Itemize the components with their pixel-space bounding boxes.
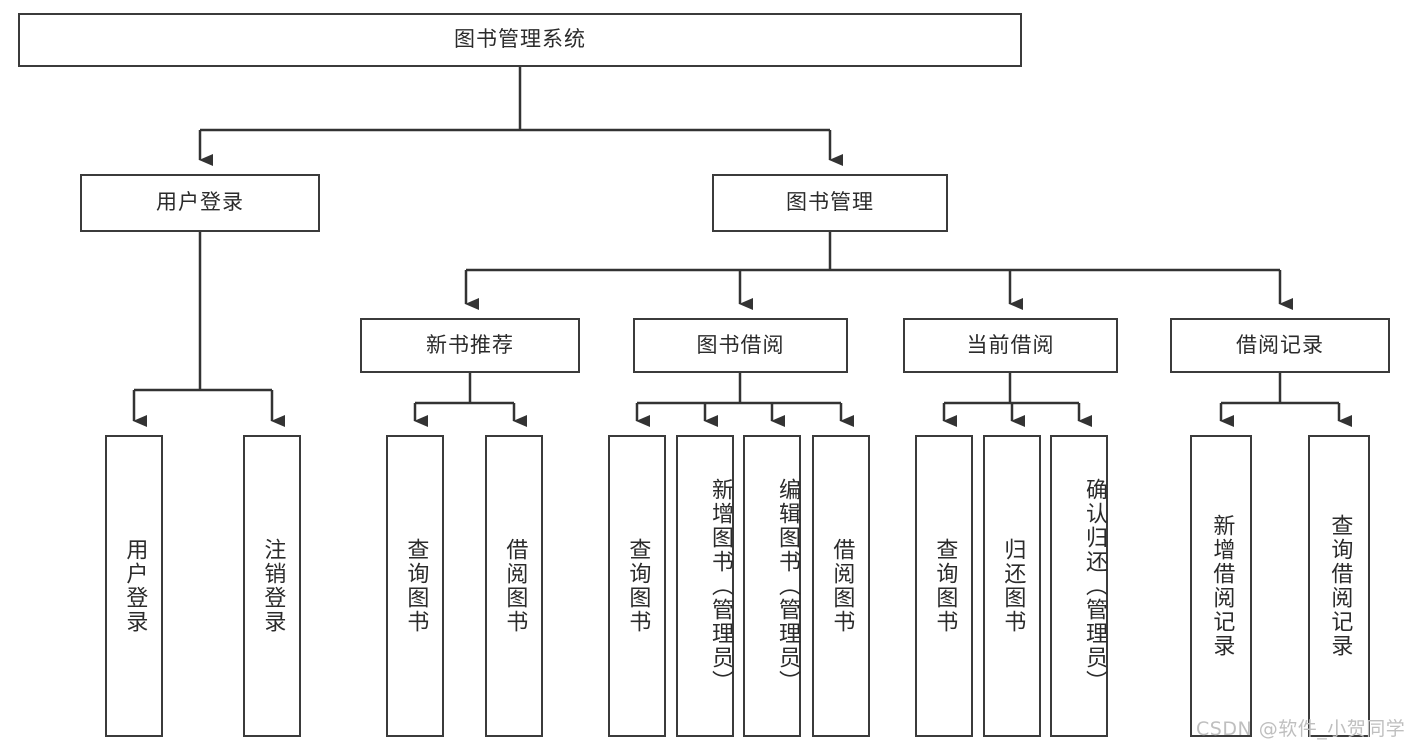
node-leaf-8: 借阅图书 [812, 435, 870, 737]
csdn-watermark: CSDN @软件_小贺同学 [1196, 718, 1405, 740]
node-level3-4: 借阅记录 [1170, 318, 1390, 373]
node-leaf-4: 借阅图书 [485, 435, 543, 737]
node-level3-1: 新书推荐 [360, 318, 580, 373]
node-level3-3: 当前借阅 [903, 318, 1118, 373]
node-leaf-7: 编辑图书（管理员） [743, 435, 801, 737]
node-leaf-13: 查询借阅记录 [1308, 435, 1370, 737]
node-leaf-9: 查询图书 [915, 435, 973, 737]
node-leaf-2: 注销登录 [243, 435, 301, 737]
node-leaf-5: 查询图书 [608, 435, 666, 737]
node-level2-2: 图书管理 [712, 174, 948, 232]
node-level2-1: 用户登录 [80, 174, 320, 232]
node-leaf-1: 用户登录 [105, 435, 163, 737]
node-leaf-10: 归还图书 [983, 435, 1041, 737]
node-root-system: 图书管理系统 [18, 13, 1022, 67]
node-leaf-12: 新增借阅记录 [1190, 435, 1252, 737]
node-level3-2: 图书借阅 [633, 318, 848, 373]
node-leaf-3: 查询图书 [386, 435, 444, 737]
node-leaf-11: 确认归还（管理员） [1050, 435, 1108, 737]
node-leaf-6: 新增图书（管理员） [676, 435, 734, 737]
